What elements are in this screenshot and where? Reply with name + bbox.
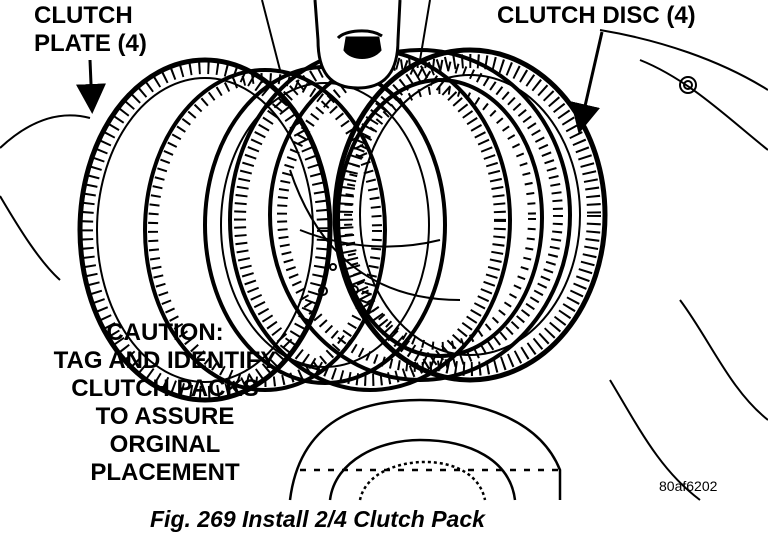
transmission-housing	[0, 29, 768, 501]
clutch-disc-ring	[336, 78, 544, 358]
clutch-disc-label: CLUTCH DISC (4)	[497, 2, 696, 29]
clutch-plate-ring	[96, 77, 314, 383]
caution-line6: PLACEMENT	[90, 459, 240, 486]
caution-line2: TAG AND IDENTIFY	[53, 347, 277, 374]
caution-note: CAUTION: TAG AND IDENTIFY CLUTCH PACKS T…	[20, 319, 310, 487]
callout-arrows	[76, 31, 604, 371]
clutch-plate-ring	[77, 57, 333, 403]
clutch-drum	[288, 398, 562, 501]
clutch-plate-label-line2: PLATE (4)	[34, 30, 147, 57]
clutch-plate-label: CLUTCH PLATE (4)	[34, 2, 147, 58]
caution-line4: TO ASSURE	[95, 403, 235, 430]
reference-code: 80af6202	[659, 478, 718, 494]
caution-line3: CLUTCH PACKS	[71, 375, 259, 402]
clutch-plate-ring	[143, 68, 387, 392]
figure-caption: Fig. 269 Install 2/4 Clutch Pack	[150, 506, 485, 532]
caution-line5: ORGINAL	[109, 431, 221, 458]
technician-hand	[261, 0, 431, 90]
clutch-disc-ring	[332, 47, 608, 383]
clutch-plate-arrow	[76, 59, 106, 114]
clutch-plate-label-line1: CLUTCH	[34, 2, 133, 29]
caution-line1: CAUTION:	[106, 319, 224, 346]
caution-leader-line	[291, 361, 321, 371]
clutch-rings	[77, 47, 608, 403]
clutch-disc-ring	[268, 48, 572, 382]
clutch-disc-arrow	[570, 31, 604, 134]
